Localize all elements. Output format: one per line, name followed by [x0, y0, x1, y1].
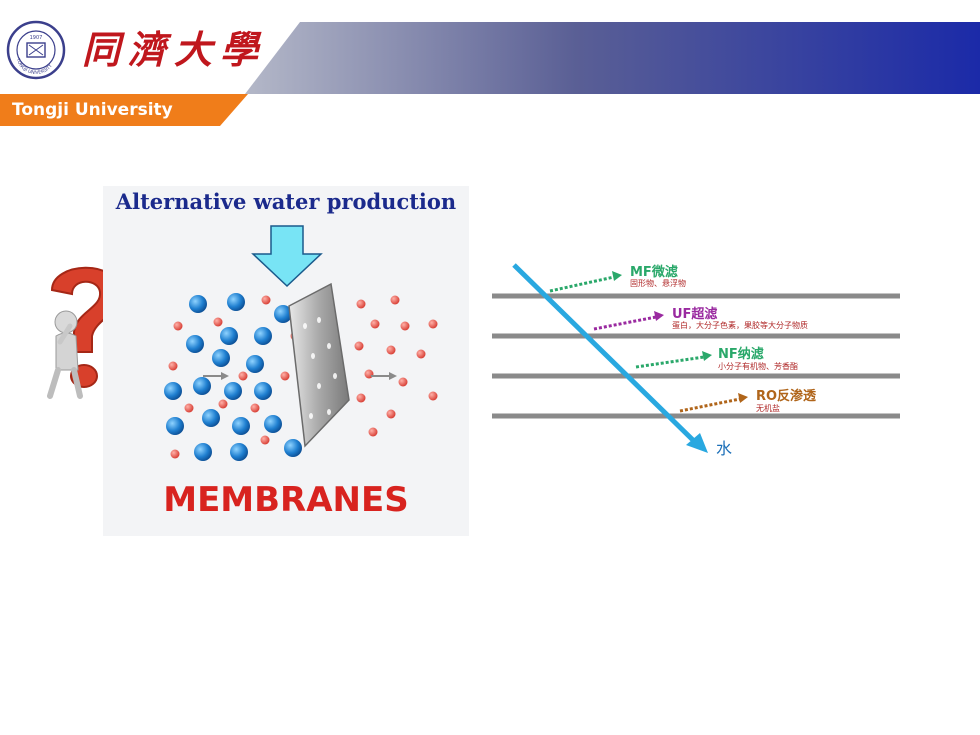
uf-description: 蛋白，大分子色素，果胶等大分子物质 — [672, 321, 808, 330]
water-label: 水 — [716, 439, 733, 458]
filtration-diagram: MF微滤 固形物、悬浮物 UF超滤 蛋白，大分子色素，果胶等大分子物质 NF纳滤… — [486, 255, 916, 475]
university-name-english: Tongji University — [12, 100, 173, 120]
nf-arrow-head-icon — [702, 351, 712, 361]
membranes-label: MEMBRANES — [163, 480, 409, 520]
membrane-sheet — [288, 282, 350, 448]
mf-description: 固形物、悬浮物 — [630, 279, 686, 288]
filter-membrane-lines — [492, 293, 900, 419]
water-arrow-head-icon — [686, 433, 708, 453]
ro-label: RO反渗透 — [756, 389, 817, 404]
nf-description: 小分子有机物、芳香酯 — [718, 362, 798, 371]
ro-description: 无机盐 — [756, 404, 780, 413]
nf-label: NF纳滤 — [718, 347, 764, 362]
down-arrow-icon — [251, 225, 323, 288]
university-name-chinese: 同濟大學 — [82, 27, 267, 72]
ro-arrow-head-icon — [738, 393, 748, 403]
uf-label: UF超滤 — [672, 307, 718, 322]
uf-arrow-head-icon — [654, 311, 664, 321]
subtitle-tab — [0, 94, 248, 126]
membrane-illustration — [164, 225, 438, 461]
mf-label: MF微滤 — [630, 265, 678, 280]
large-molecules — [164, 293, 302, 461]
header-band — [245, 22, 980, 94]
water-flow-arrow — [512, 263, 700, 447]
membrane-figure-title: Alternative water production — [115, 189, 457, 214]
seal-year: 1907 — [30, 35, 43, 41]
mf-arrow-head-icon — [612, 271, 622, 281]
university-seal-logo: 1907 TONGJI UNIVERSITY — [6, 20, 66, 80]
